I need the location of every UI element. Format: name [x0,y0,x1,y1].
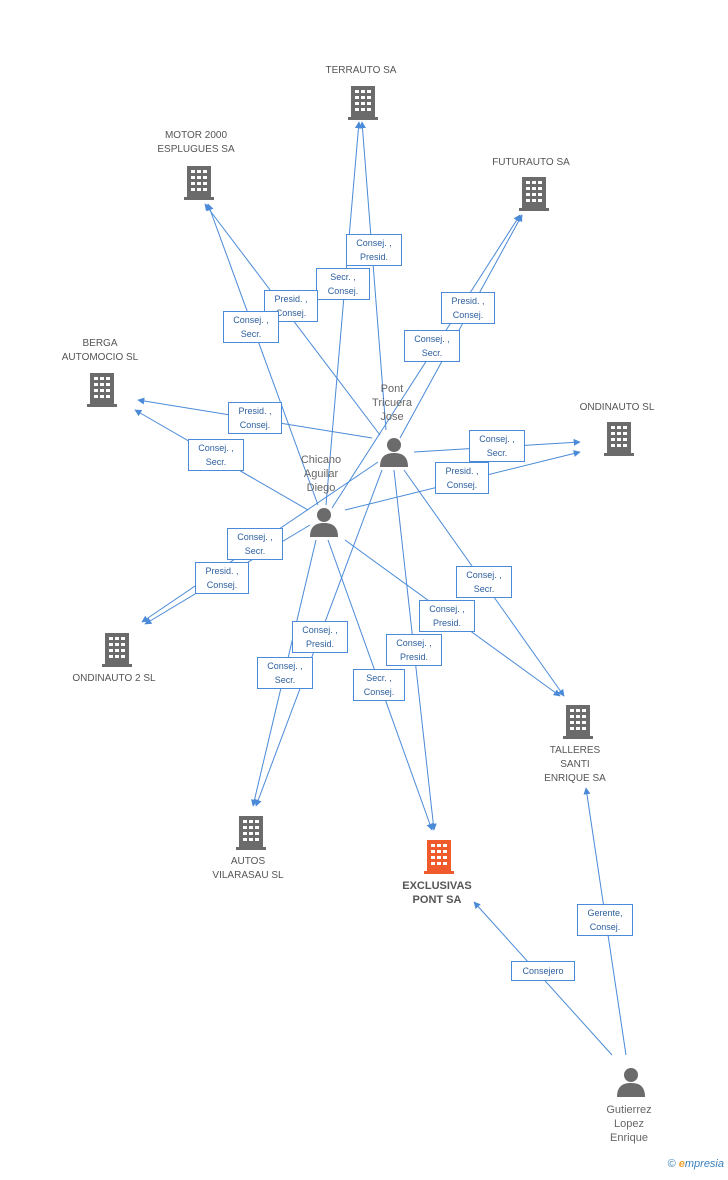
talleres-label[interactable]: TALLERES SANTI ENRIQUE SA [544,745,606,784]
gutierrez-person-icon[interactable] [617,1068,645,1097]
terrauto-label[interactable]: TERRAUTO SA [325,65,397,76]
edge-label-chicano-futurauto: Consej. , Secr. [404,330,460,362]
chicano-person-icon[interactable] [310,508,338,537]
exclusivas-building-icon[interactable] [424,840,454,874]
autos-label[interactable]: AUTOS VILARASAU SL [212,856,284,881]
edge-chicano-motor [206,203,319,506]
edge-chicano-terrauto [325,121,362,506]
edge-label-pont-autos: Consej. , Presid. [292,621,348,653]
berga-label[interactable]: BERGA AUTOMOCIO SL [61,338,139,363]
edge-label-chicano-talleres: Consej. , Presid. [419,600,475,632]
edge-label-pont-berga: Presid. , Consej. [228,402,282,434]
berga-building-icon[interactable] [87,373,117,407]
edge-label-chicano-berga: Consej. , Secr. [188,439,244,471]
empresia-brand[interactable]: © empresia [668,1158,724,1170]
ondinauto-building-icon[interactable] [604,422,634,456]
exclusivas-label[interactable]: EXCLUSIVAS PONT SA [402,880,472,906]
edge-label-pont-talleres: Consej. , Secr. [456,566,512,598]
edge-label-pont-futurauto: Presid. , Consej. [441,292,495,324]
edge-label-pont-exclusivas: Consej. , Presid. [386,634,442,666]
brand-e-logo: e [678,1158,685,1170]
terrauto-building-icon[interactable] [348,86,378,120]
motor-label[interactable]: MOTOR 2000 ESPLUGUES SA [157,130,235,155]
edge-label-chicano-ondinauto2: Presid. , Consej. [195,562,249,594]
pont-person-icon[interactable] [380,438,408,467]
gutierrez-label[interactable]: Gutierrez Lopez Enrique [606,1104,652,1144]
edge-label-pont-terrauto: Consej. , Presid. [346,234,402,266]
edge-label-chicano-motor: Consej. , Secr. [223,311,279,343]
chicano-label[interactable]: Chicano Aguilar Diego [300,454,342,494]
ondinauto-label[interactable]: ONDINAUTO SL [579,402,655,413]
edge-label-chicano-autos: Consej. , Secr. [257,657,313,689]
futurauto-building-icon[interactable] [519,177,549,211]
edge-label-pont-motor: Presid. , Consej. [264,290,318,322]
autos-building-icon[interactable] [236,816,266,850]
edge-label-gutierrez-exclusivas: Consejero [511,961,575,981]
pont-label[interactable]: Pont Tricuera Jose [372,383,412,423]
edge-label-pont-ondinauto: Consej. , Secr. [469,430,525,462]
ondinauto2-building-icon[interactable] [102,633,132,667]
edge-label-gutierrez-talleres: Gerente, Consej. [577,904,633,936]
edge-label-chicano-terrauto: Secr. , Consej. [316,268,370,300]
talleres-building-icon[interactable] [563,705,593,739]
copyright-symbol: © [667,1158,676,1170]
ondinauto2-label[interactable]: ONDINAUTO 2 SL [72,673,156,684]
brand-name: mpresia [684,1158,724,1170]
edge-label-chicano-exclusivas: Secr. , Consej. [353,669,405,701]
edge-pont-terrauto [359,121,387,431]
edge-pont-futurauto [399,214,523,439]
futurauto-label[interactable]: FUTURAUTO SA [492,157,570,168]
motor-building-icon[interactable] [184,166,214,200]
edge-label-pont-ondinauto2: Consej. , Secr. [227,528,283,560]
edge-label-chicano-ondinauto: Presid. , Consej. [435,462,489,494]
